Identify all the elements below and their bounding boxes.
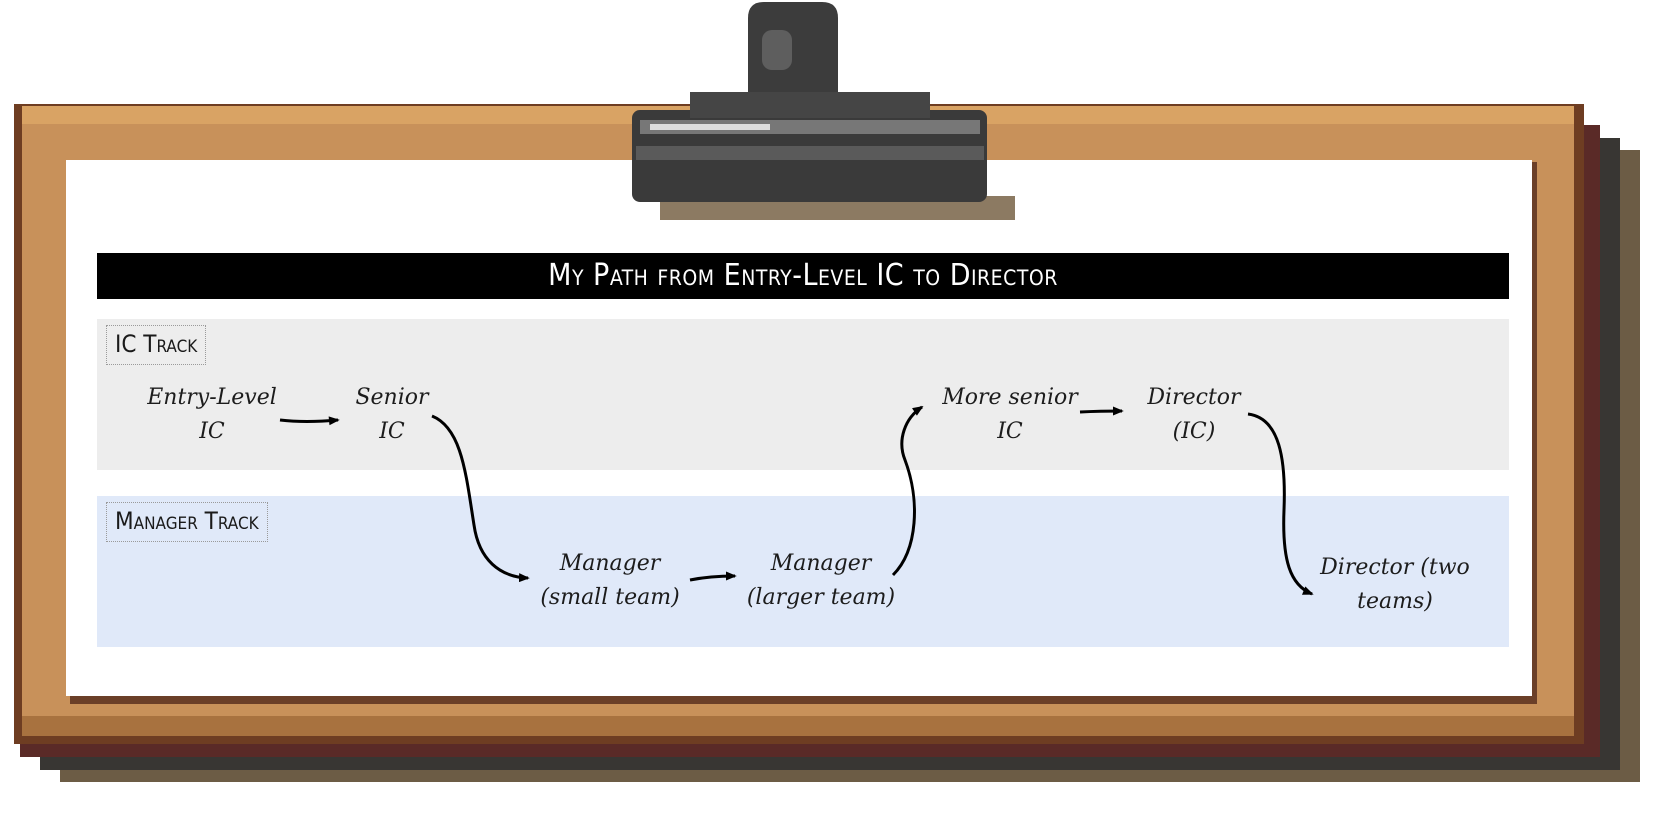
clip-glint: [650, 124, 770, 130]
clip-knob: [748, 2, 838, 92]
node-manager-larger-team: Manager (larger team): [746, 551, 896, 610]
board-bottom-shade: [22, 716, 1574, 736]
diagram-title: My Path from Entry-Level IC to Director: [97, 253, 1509, 299]
node-director-ic: Director (IC): [1147, 385, 1241, 444]
clip-band: [636, 146, 984, 160]
node-more-senior-ic: More senior IC: [942, 385, 1078, 444]
node-manager-small-team: Manager (small team): [540, 551, 680, 610]
node-director-two-teams: Director (two teams): [1320, 555, 1470, 614]
manager-track-label: Manager Track: [106, 502, 268, 542]
ic-track-lane: IC Track: [97, 319, 1509, 470]
clip-knob-highlight: [762, 30, 792, 70]
clip-neck: [690, 92, 930, 118]
node-senior-ic: Senior IC: [355, 385, 429, 444]
ic-track-label: IC Track: [106, 325, 207, 365]
clip-shine: [640, 120, 980, 134]
node-entry-level-ic: Entry-Level IC: [147, 385, 277, 444]
